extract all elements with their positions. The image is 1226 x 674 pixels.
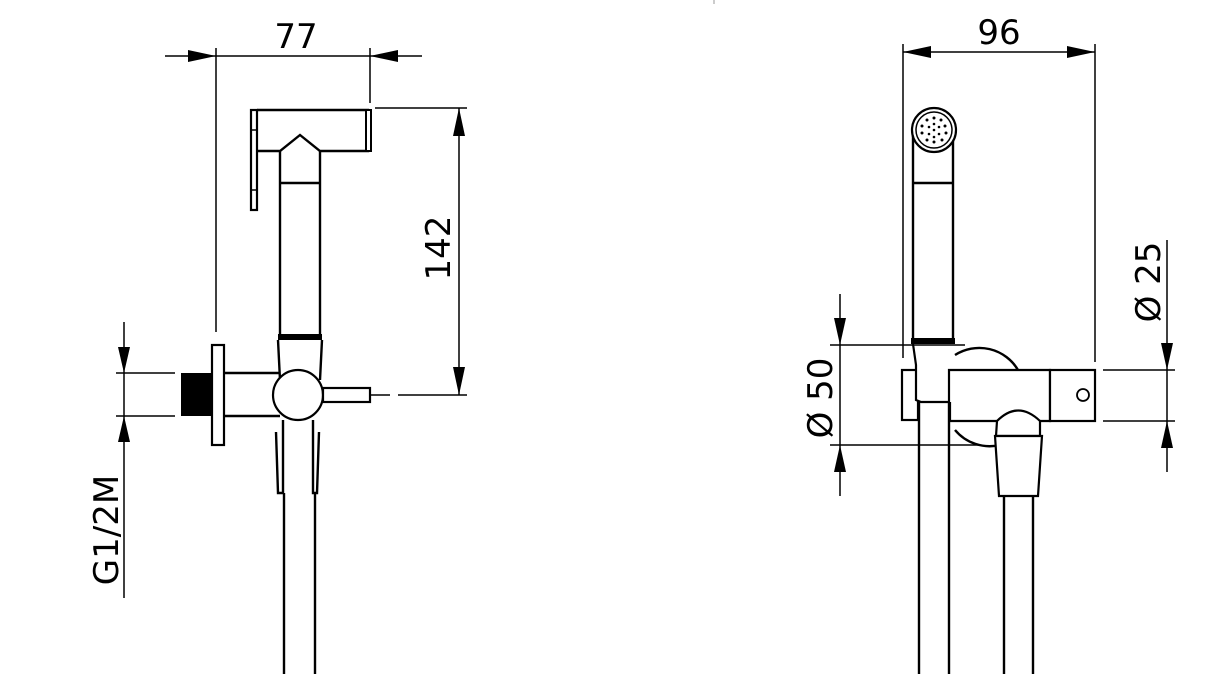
valve-screw-icon [1076, 388, 1090, 402]
dimension-thread: G1/2M [87, 322, 175, 598]
arrow-icon [834, 445, 846, 472]
dimension-diameter-25: Ø 25 [1103, 240, 1175, 472]
arrow-icon [453, 108, 465, 136]
side-view: 77 142 G1/2M [87, 17, 467, 674]
arrow-icon [370, 50, 398, 62]
dimension-width-77: 77 [165, 17, 422, 332]
dimension-label-25: Ø 25 [1129, 242, 1169, 323]
arrow-icon [118, 347, 130, 373]
dimension-width-96: 96 [902, 13, 1096, 362]
wall-connector-side [181, 343, 390, 447]
dimension-label-96: 96 [977, 13, 1020, 53]
arrow-icon [188, 50, 216, 62]
hose-front [917, 402, 1035, 674]
valve-body-front [900, 343, 1097, 498]
front-view: 96 Ø 50 Ø 25 [801, 13, 1175, 674]
handle-tube-side [276, 151, 324, 381]
arrow-icon [1067, 46, 1095, 58]
dimension-diameter-50: Ø 50 [801, 294, 980, 496]
arrow-icon [1161, 421, 1173, 448]
dimension-label-142: 142 [419, 216, 459, 281]
stray-mark [713, 0, 715, 4]
spray-head-side [249, 108, 372, 212]
hose-side [274, 420, 321, 674]
spray-head-front [910, 106, 958, 344]
arrow-icon [118, 416, 130, 442]
dimension-label-thread: G1/2M [87, 475, 127, 585]
arrow-icon [834, 318, 846, 345]
dimension-height-142: 142 [375, 107, 467, 396]
arrow-icon [903, 46, 931, 58]
arrow-icon [1161, 343, 1173, 370]
dimension-label-77: 77 [274, 17, 317, 57]
arrow-icon [453, 367, 465, 395]
dimension-label-50: Ø 50 [801, 358, 841, 439]
spray-nozzle-icon [920, 116, 948, 144]
